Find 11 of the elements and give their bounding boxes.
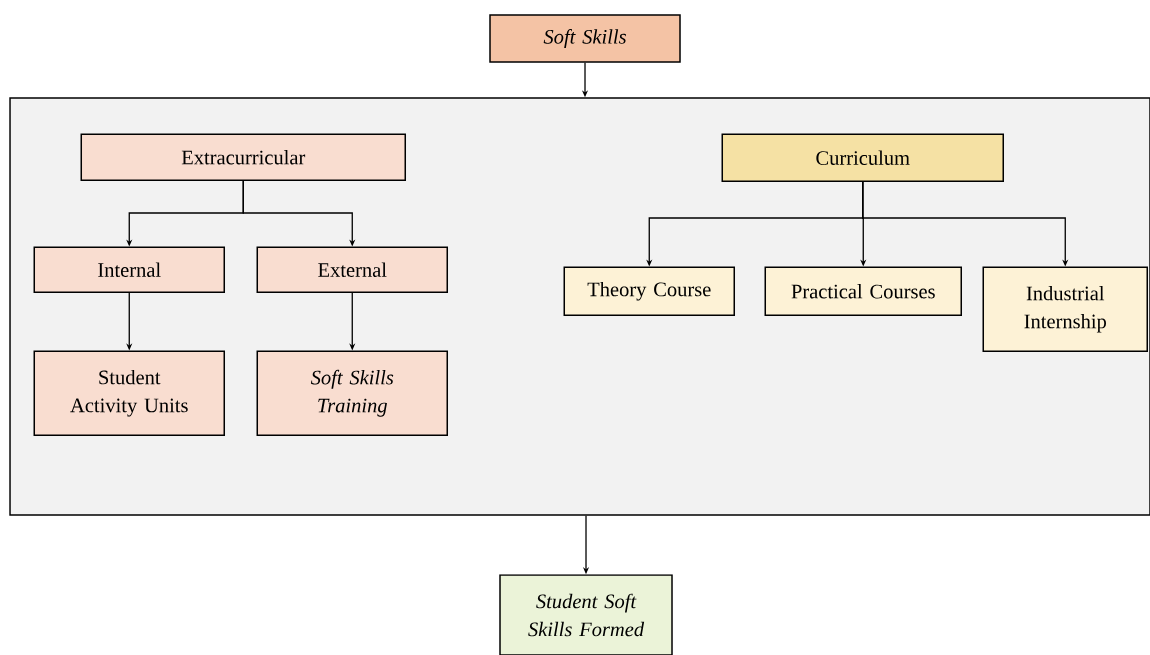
- process-box: Soft Skills Training: [256, 350, 448, 436]
- process-box: Student Soft Skills Formed: [499, 574, 673, 655]
- process-box: External: [256, 246, 448, 293]
- process-box: Theory Course: [563, 266, 735, 316]
- process-box: Industrial Internship: [982, 266, 1148, 352]
- process-box: Internal: [33, 246, 225, 293]
- process-box: Soft Skills: [489, 14, 681, 63]
- process-box: Curriculum: [721, 133, 1004, 182]
- process-box: Student Activity Units: [33, 350, 225, 436]
- process-box: Practical Courses: [764, 266, 962, 316]
- process-box: Extracurricular: [80, 133, 406, 181]
